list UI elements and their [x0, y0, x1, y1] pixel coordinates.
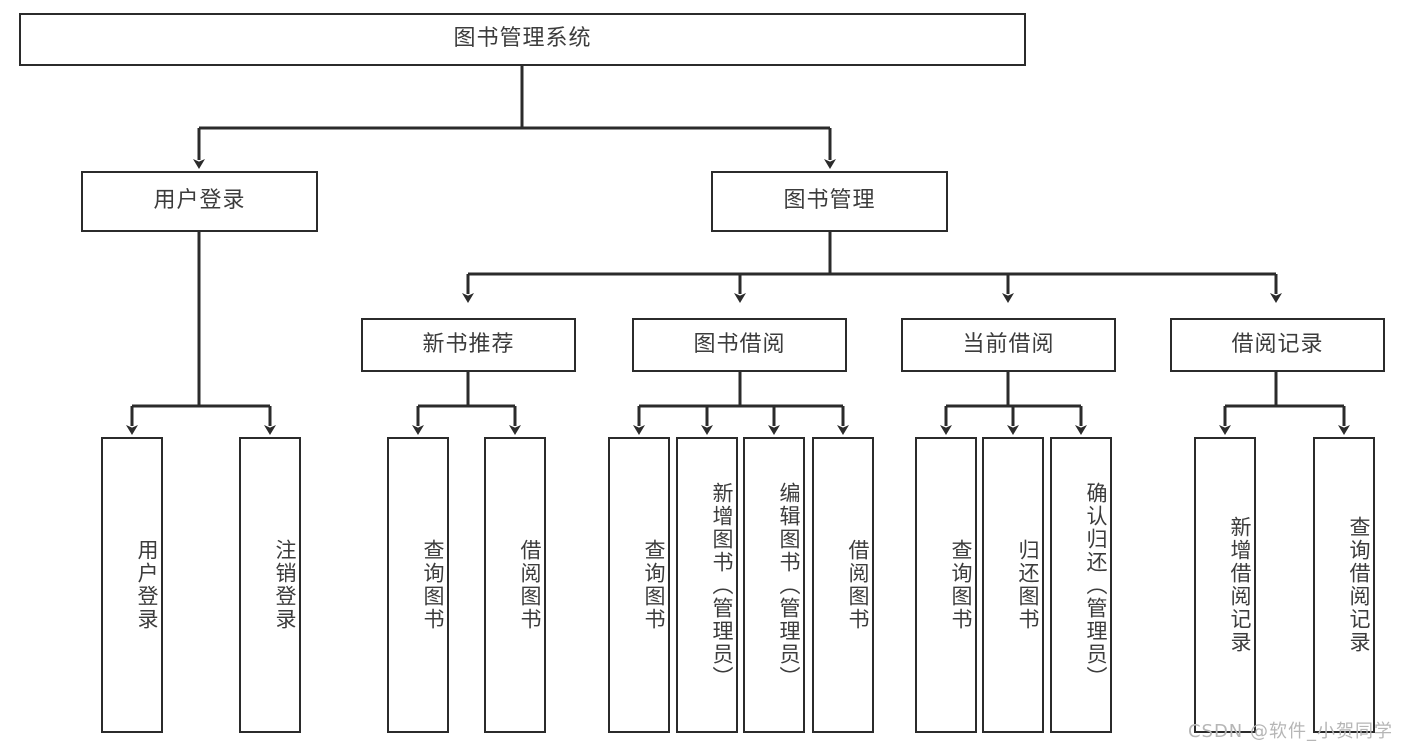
- node-book-borrow-label: 图书借阅: [693, 331, 786, 357]
- node-leaf-borrow-book-2[interactable]: 借阅图书: [812, 437, 874, 733]
- node-leaf-add-record-label: 新增借阅记录: [1228, 516, 1252, 654]
- node-leaf-confirm-return[interactable]: 确认归还（管理员）: [1050, 437, 1112, 733]
- node-user-login-label: 用户登录: [153, 188, 246, 214]
- node-leaf-query-record[interactable]: 查询借阅记录: [1313, 437, 1375, 733]
- node-leaf-user-login[interactable]: 用户登录: [101, 437, 163, 733]
- node-borrow-record-label: 借阅记录: [1231, 331, 1324, 357]
- node-borrow-record[interactable]: 借阅记录: [1170, 318, 1385, 372]
- node-leaf-query-book-2-label: 查询图书: [642, 539, 666, 631]
- node-current-borrow-label: 当前借阅: [962, 331, 1055, 357]
- node-root-label: 图书管理系统: [453, 26, 592, 52]
- node-leaf-return-book-label: 归还图书: [1016, 539, 1040, 631]
- node-leaf-borrow-book-2-label: 借阅图书: [846, 539, 870, 631]
- node-leaf-borrow-book-1-label: 借阅图书: [518, 539, 542, 631]
- node-leaf-query-book-3-label: 查询图书: [949, 539, 973, 631]
- node-leaf-edit-book[interactable]: 编辑图书（管理员）: [743, 437, 805, 733]
- node-leaf-user-login-label: 用户登录: [135, 539, 159, 631]
- node-leaf-return-book[interactable]: 归还图书: [982, 437, 1044, 733]
- node-leaf-user-logout[interactable]: 注销登录: [239, 437, 301, 733]
- node-book-borrow[interactable]: 图书借阅: [632, 318, 847, 372]
- node-book-manage-label: 图书管理: [783, 188, 876, 214]
- node-leaf-confirm-return-label: 确认归还（管理员）: [1084, 481, 1108, 689]
- node-book-manage[interactable]: 图书管理: [711, 171, 948, 232]
- node-user-login[interactable]: 用户登录: [81, 171, 318, 232]
- node-current-borrow[interactable]: 当前借阅: [901, 318, 1116, 372]
- node-new-book-recommend-label: 新书推荐: [422, 331, 515, 357]
- node-leaf-borrow-book-1[interactable]: 借阅图书: [484, 437, 546, 733]
- node-root[interactable]: 图书管理系统: [19, 13, 1026, 66]
- node-leaf-query-book-2[interactable]: 查询图书: [608, 437, 670, 733]
- node-leaf-query-record-label: 查询借阅记录: [1347, 516, 1371, 654]
- node-leaf-add-record[interactable]: 新增借阅记录: [1194, 437, 1256, 733]
- node-leaf-query-book-3[interactable]: 查询图书: [915, 437, 977, 733]
- node-leaf-add-book-label: 新增图书（管理员）: [710, 481, 734, 689]
- node-leaf-user-logout-label: 注销登录: [273, 539, 297, 631]
- node-leaf-query-book-1-label: 查询图书: [421, 539, 445, 631]
- node-leaf-add-book[interactable]: 新增图书（管理员）: [676, 437, 738, 733]
- node-new-book-recommend[interactable]: 新书推荐: [361, 318, 576, 372]
- node-leaf-edit-book-label: 编辑图书（管理员）: [777, 481, 801, 689]
- node-leaf-query-book-1[interactable]: 查询图书: [387, 437, 449, 733]
